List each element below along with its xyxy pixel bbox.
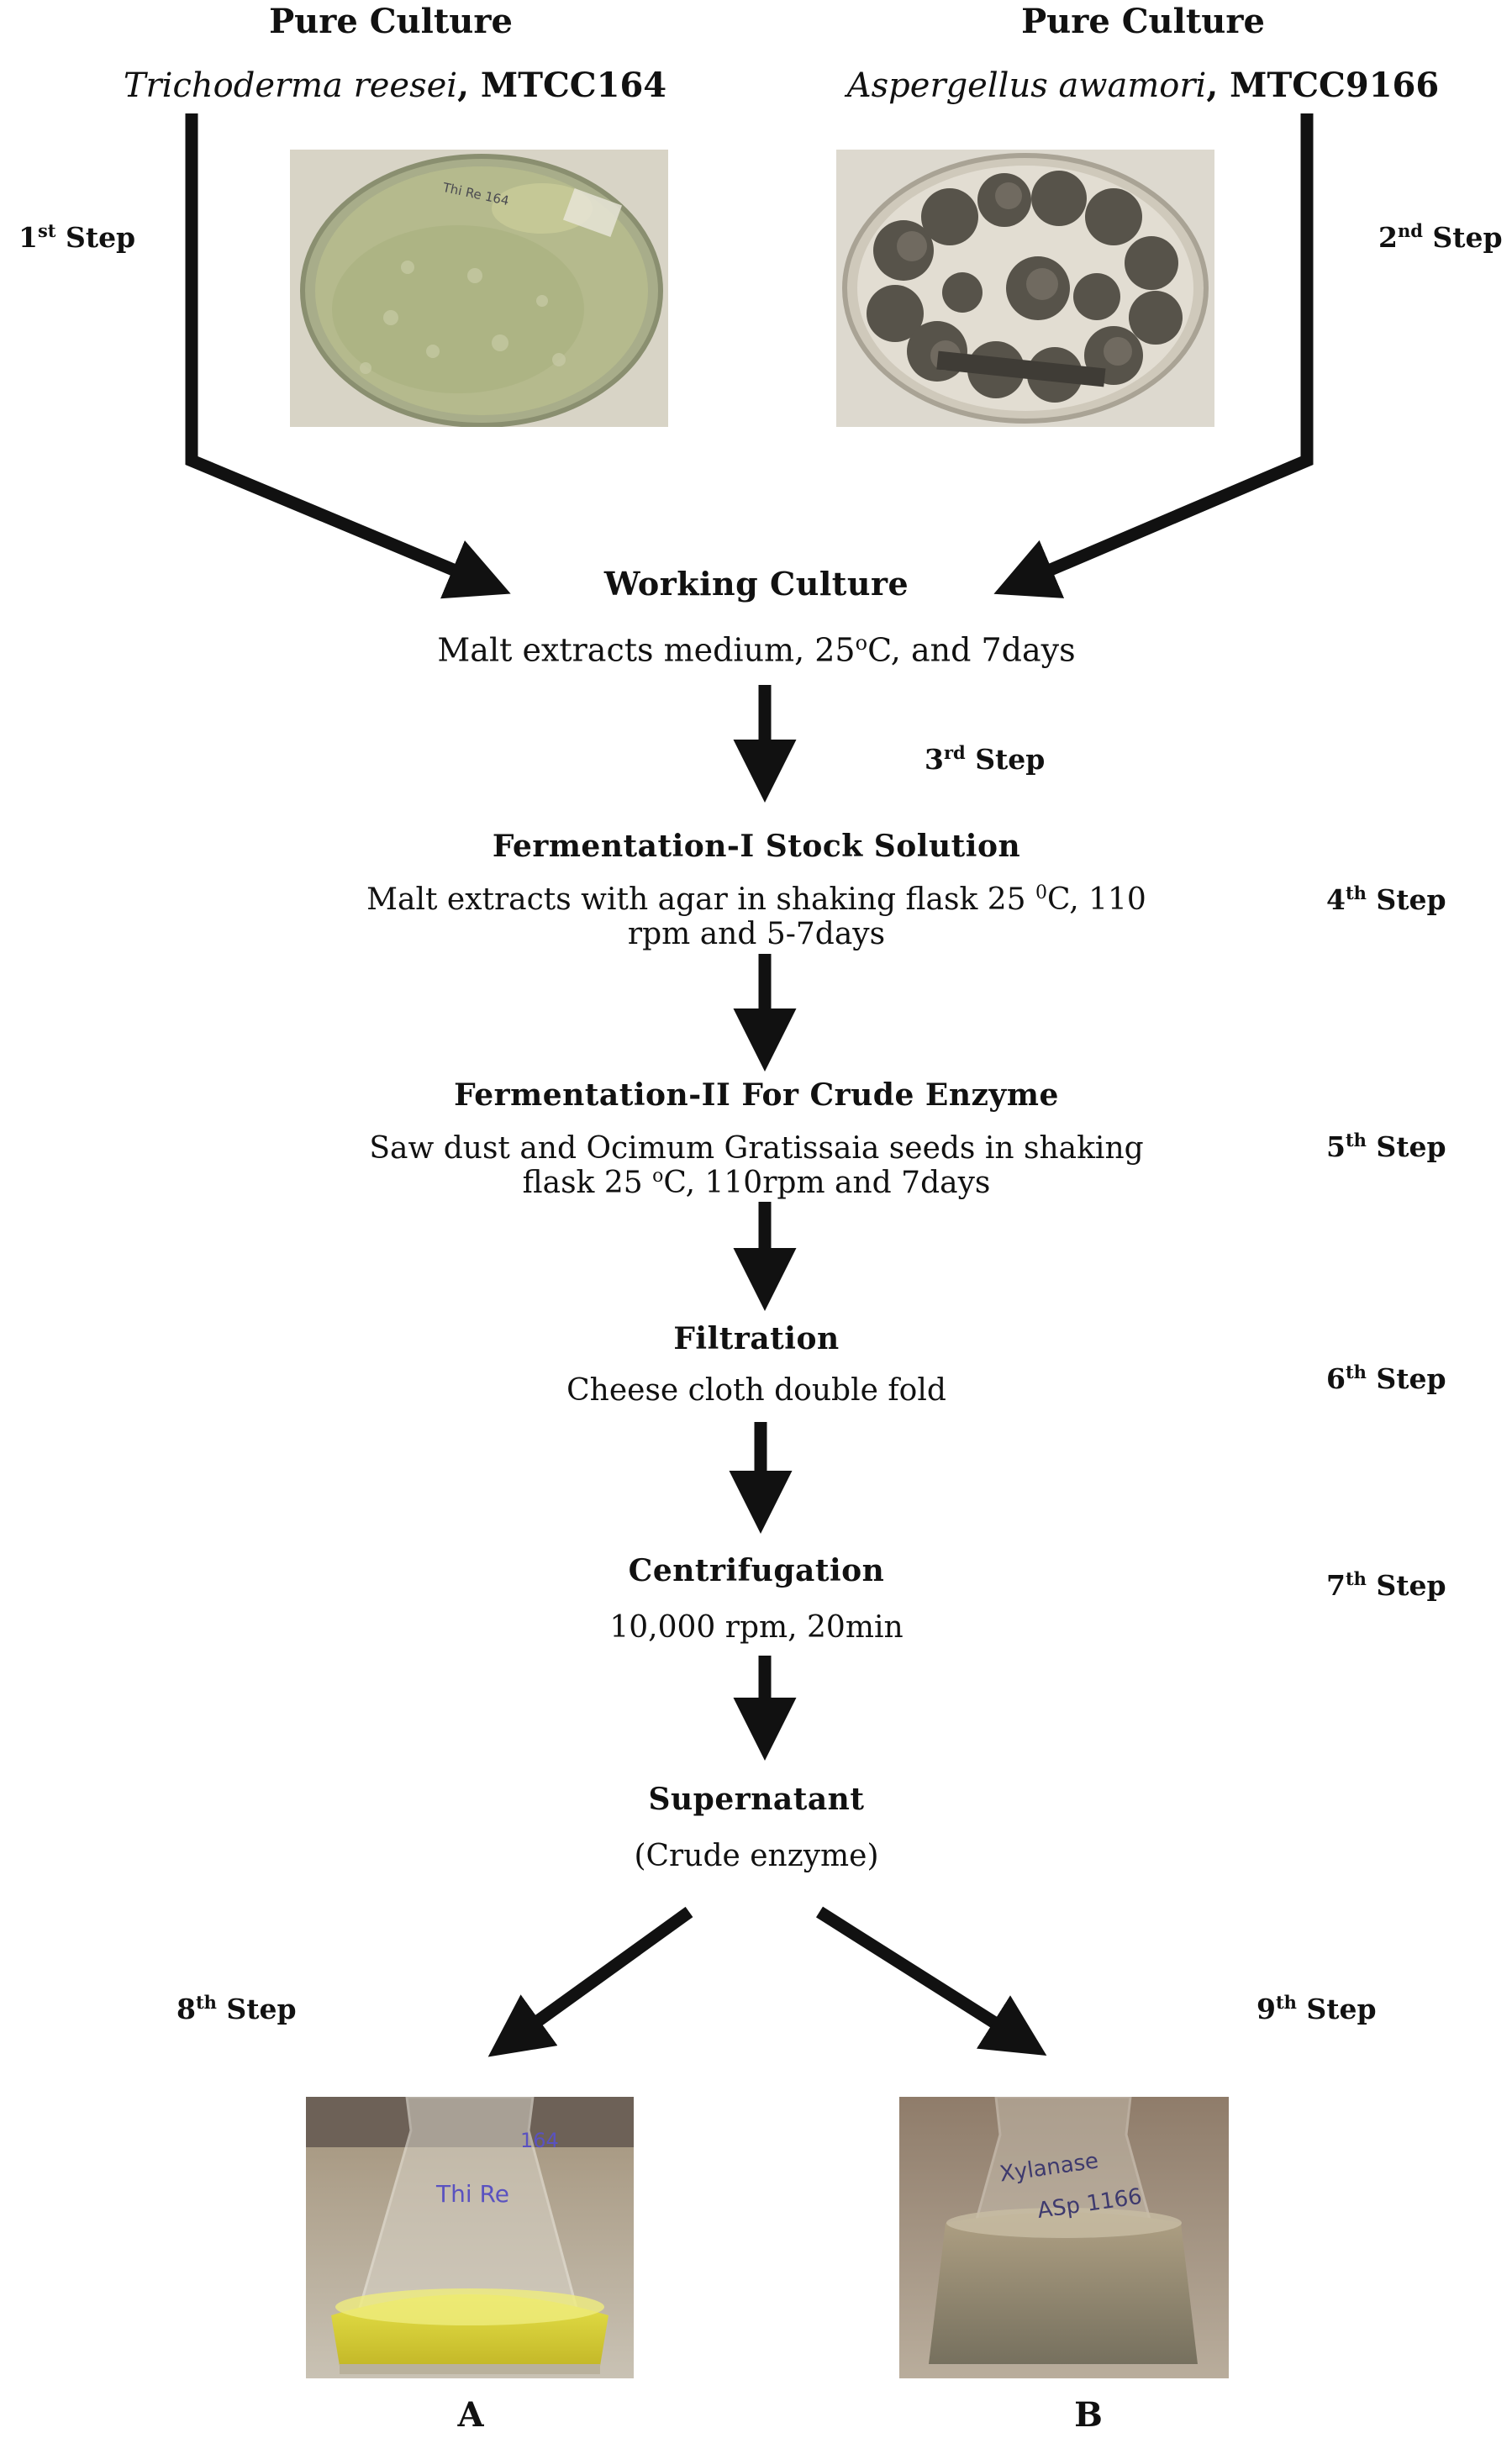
node-supernatant-desc: (Crude enzyme) <box>634 1839 879 1873</box>
node-centrifugation-desc: 10,000 rpm, 20min <box>609 1610 904 1645</box>
arrow-supernatant-to-b <box>815 1906 1047 2056</box>
step-8-label: 8th Step <box>176 1992 297 2025</box>
arrow-source-b-to-working <box>993 113 1314 598</box>
source-a-species: Trichoderma reesei <box>123 66 458 105</box>
panel-a-label: A <box>457 2395 484 2435</box>
node-working-title: Working Culture <box>603 565 909 603</box>
step-2-label: 2nd Step <box>1378 220 1503 254</box>
flask-a-handwriting-name: Thi Re <box>435 2180 509 2208</box>
source-b-species: Aspergellus awamori <box>846 66 1207 105</box>
node-filtration-title: Filtration <box>673 1321 840 1356</box>
petri-dish-b-photo <box>836 150 1214 427</box>
petri-dish-a-photo: Thi Re 164 <box>290 150 668 427</box>
panel-b-label: B <box>1074 2395 1103 2435</box>
step-3-label: 3rd Step <box>925 742 1046 776</box>
node-supernatant-title: Supernatant <box>648 1782 865 1817</box>
arrow-supernatant-to-a <box>487 1906 693 2057</box>
source-b-organism: Aspergellus awamori, MTCC9166 <box>790 66 1496 105</box>
step-5-label: 5th Step <box>1326 1130 1446 1163</box>
arrow-source-a-to-working <box>185 113 511 599</box>
node-ferm1-desc: Malt extracts with agar in shaking flask… <box>366 882 1146 952</box>
node-filtration-desc: Cheese cloth double fold <box>566 1373 946 1408</box>
flask-a-handwriting-number: 164 <box>520 2129 559 2152</box>
node-ferm2-desc: Saw dust and Ocimum Gratissaia seeds in … <box>369 1131 1144 1201</box>
step-9-label: 9th Step <box>1256 1992 1377 2025</box>
source-b-code: , MTCC9166 <box>1206 66 1440 105</box>
source-a-organism: Trichoderma reesei, MTCC164 <box>59 66 731 105</box>
node-working-desc: Malt extracts medium, 25oC, and 7days <box>437 631 1076 669</box>
node-ferm2-title: Fermentation-II For Crude Enzyme <box>454 1077 1059 1113</box>
step-6-label: 6th Step <box>1326 1361 1446 1395</box>
source-a-code: , MTCC164 <box>457 66 667 105</box>
step-4-label: 4th Step <box>1326 882 1446 916</box>
step-1-label: 1st Step <box>18 220 136 254</box>
node-ferm1-title: Fermentation-I Stock Solution <box>492 829 1021 864</box>
flask-b-photo: Xylanase ASp 1166 <box>899 2097 1229 2378</box>
step-7-label: 7th Step <box>1326 1568 1446 1602</box>
source-a-title: Pure Culture <box>269 2 513 41</box>
node-centrifugation-title: Centrifugation <box>628 1553 885 1588</box>
flask-a-photo: 164 Thi Re <box>306 2097 634 2378</box>
source-b-title: Pure Culture <box>1021 2 1265 41</box>
